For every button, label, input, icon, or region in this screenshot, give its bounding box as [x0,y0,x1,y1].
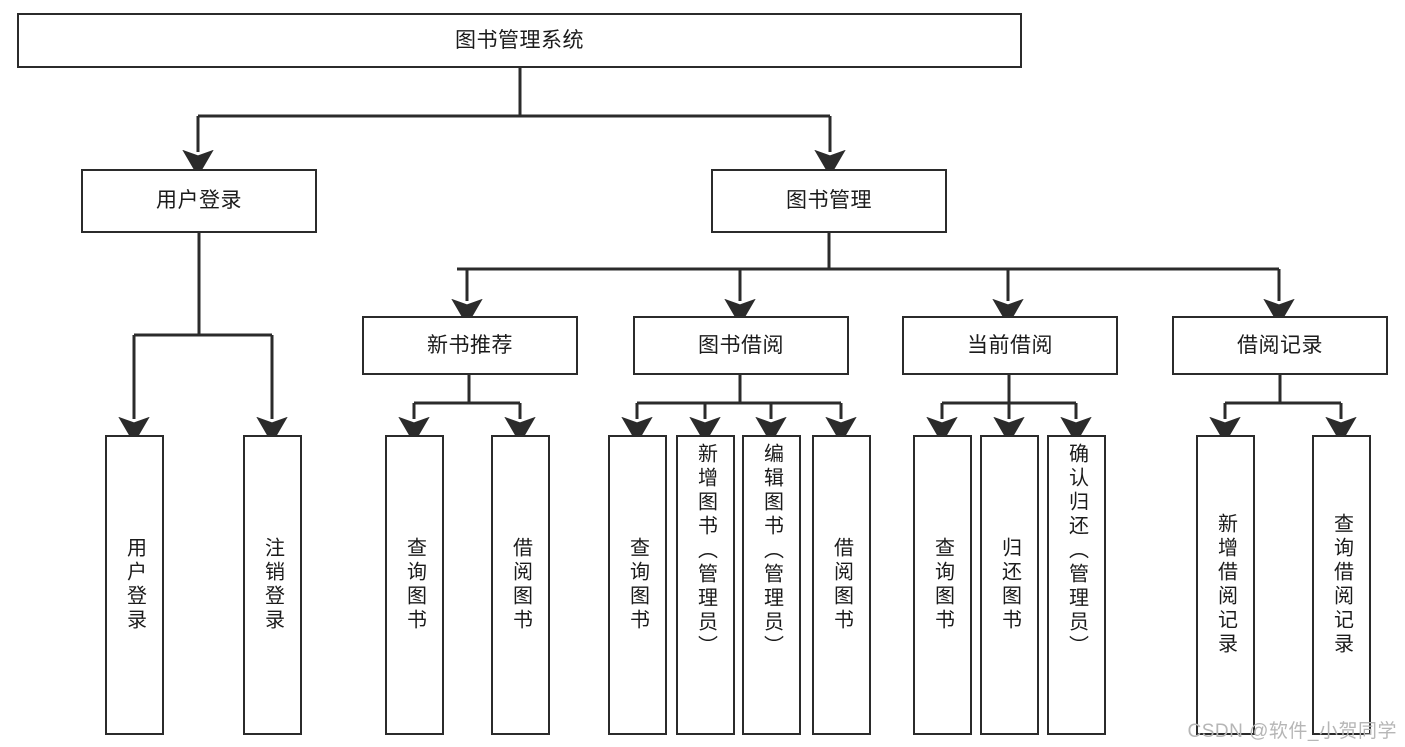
leaf-return-book[interactable]: 归还图书 [980,435,1039,735]
node-book-manage[interactable]: 图书管理 [711,169,947,233]
node-book-manage-label: 图书管理 [786,189,872,213]
node-borrow-record[interactable]: 借阅记录 [1172,316,1388,375]
leaf-confirm-return[interactable]: 确认归还（管理员） [1047,435,1106,735]
leaf-add-record[interactable]: 新增借阅记录 [1196,435,1255,735]
node-borrow-record-label: 借阅记录 [1237,333,1323,357]
leaf-query-book-2-label: 查询图书 [626,537,649,633]
node-root[interactable]: 图书管理系统 [17,13,1022,68]
leaf-borrow-book-1-label: 借阅图书 [509,537,532,633]
node-current-borrow[interactable]: 当前借阅 [902,316,1118,375]
leaf-query-record[interactable]: 查询借阅记录 [1312,435,1371,735]
node-new-book-recommend[interactable]: 新书推荐 [362,316,578,375]
leaf-query-book-1[interactable]: 查询图书 [385,435,444,735]
node-user-login[interactable]: 用户登录 [81,169,317,233]
node-book-borrow[interactable]: 图书借阅 [633,316,849,375]
leaf-query-book-3-label: 查询图书 [931,537,954,633]
leaf-edit-book-label: 编辑图书（管理员） [760,443,783,659]
leaf-edit-book[interactable]: 编辑图书（管理员） [742,435,801,735]
node-new-book-recommend-label: 新书推荐 [427,333,513,357]
watermark: CSDN @软件_小贺同学 [1187,721,1397,742]
leaf-query-book-3[interactable]: 查询图书 [913,435,972,735]
leaf-user-login-label: 用户登录 [123,537,146,633]
leaf-borrow-book-2[interactable]: 借阅图书 [812,435,871,735]
node-current-borrow-label: 当前借阅 [967,333,1053,357]
node-user-login-label: 用户登录 [156,189,242,213]
leaf-borrow-book-2-label: 借阅图书 [830,537,853,633]
leaf-confirm-return-label: 确认归还（管理员） [1065,443,1088,659]
leaf-logout-login-label: 注销登录 [261,537,284,633]
node-book-borrow-label: 图书借阅 [698,333,784,357]
leaf-query-book-2[interactable]: 查询图书 [608,435,667,735]
leaf-add-book[interactable]: 新增图书（管理员） [676,435,735,735]
node-root-label: 图书管理系统 [455,28,584,52]
leaf-add-book-label: 新增图书（管理员） [694,443,717,659]
leaf-add-record-label: 新增借阅记录 [1214,513,1237,657]
leaf-user-login[interactable]: 用户登录 [105,435,164,735]
leaf-query-record-label: 查询借阅记录 [1330,513,1353,657]
leaf-query-book-1-label: 查询图书 [403,537,426,633]
leaf-logout-login[interactable]: 注销登录 [243,435,302,735]
leaf-return-book-label: 归还图书 [998,537,1021,633]
leaf-borrow-book-1[interactable]: 借阅图书 [491,435,550,735]
